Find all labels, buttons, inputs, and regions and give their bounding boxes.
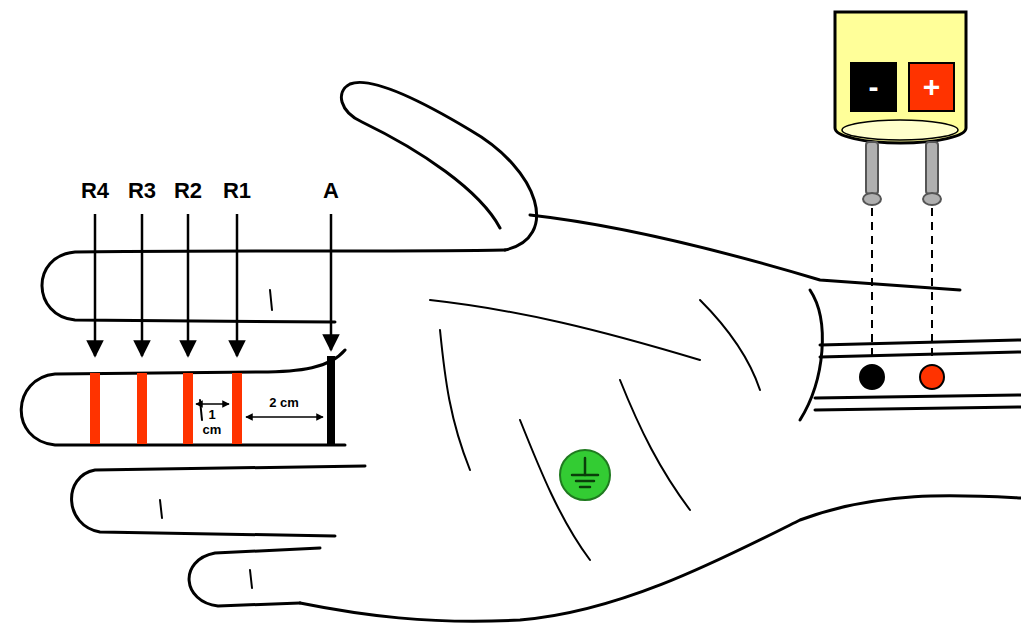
electrode-label: R4 bbox=[81, 178, 109, 203]
electrode-terminal: - bbox=[850, 62, 897, 112]
ring-electrode bbox=[90, 373, 100, 444]
stimulator bbox=[835, 12, 966, 389]
cathode-electrode bbox=[860, 365, 884, 389]
ground-ring-electrode bbox=[327, 356, 335, 445]
hand-outline bbox=[21, 82, 1021, 621]
electrode-label: R3 bbox=[128, 178, 156, 203]
ground-symbol bbox=[560, 450, 610, 500]
polarity-sign: + bbox=[923, 72, 941, 102]
dimension-label: 2 cm bbox=[269, 396, 299, 411]
ring-electrodes bbox=[90, 356, 335, 445]
electrode-terminal: + bbox=[908, 62, 955, 112]
electrode-label: A bbox=[323, 178, 339, 203]
ring-electrode bbox=[183, 373, 193, 444]
polarity-sign: - bbox=[869, 72, 879, 102]
ring-electrode bbox=[232, 373, 242, 444]
leader-arrows bbox=[95, 214, 331, 356]
dimension-label: 1 cm bbox=[201, 408, 223, 438]
ring-electrode bbox=[137, 373, 147, 444]
anode-electrode bbox=[920, 365, 944, 389]
electrode-label: R1 bbox=[223, 178, 251, 203]
palm-creases bbox=[160, 290, 760, 588]
electrode-label: R2 bbox=[174, 178, 202, 203]
